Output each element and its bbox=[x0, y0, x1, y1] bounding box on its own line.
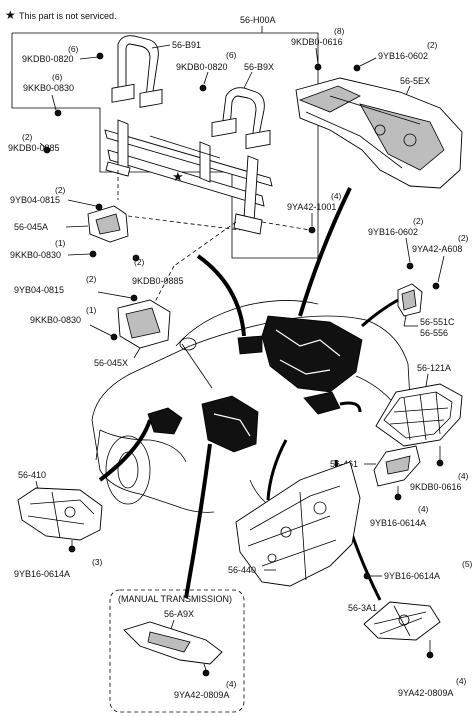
label-56-h00a[interactable]: 56-H00A bbox=[240, 15, 276, 25]
label-56-5ex[interactable]: 56-5EX bbox=[400, 76, 430, 86]
bolt-icon bbox=[426, 651, 434, 659]
qty-9ya42-0809a-l: (4) bbox=[226, 679, 237, 689]
qty-9kkb0-0830-top: (6) bbox=[52, 72, 63, 82]
label-56-440[interactable]: 56-440 bbox=[228, 565, 256, 575]
label-9yb16-0614a-l[interactable]: 9YB16-0614A bbox=[14, 569, 70, 579]
label-manual-transmission: (MANUAL TRANSMISSION) bbox=[118, 594, 232, 604]
bolt-icon bbox=[394, 493, 402, 501]
label-9yb16-0602-mid[interactable]: 9YB16-0602 bbox=[368, 227, 418, 237]
bolt-icon bbox=[110, 333, 118, 341]
label-9kdb0-0820-b[interactable]: 9KDB0-0820 bbox=[176, 62, 228, 72]
label-9ya42-a608[interactable]: 9YA42-A608 bbox=[412, 244, 462, 254]
label-56-b9x[interactable]: 56-B9X bbox=[244, 62, 274, 72]
label-9kdb0-0885-top[interactable]: 9KDB0-0885 bbox=[8, 143, 60, 153]
qty-9yb04-0815-b: (2) bbox=[86, 274, 97, 284]
label-56-b91[interactable]: 56-B91 bbox=[172, 40, 201, 50]
bolt-icon bbox=[436, 459, 444, 467]
manual-transmission-group bbox=[109, 589, 245, 713]
bracket-56-045x[interactable] bbox=[117, 299, 171, 349]
label-56-3a1[interactable]: 56-3A1 bbox=[348, 603, 377, 613]
label-56-045x[interactable]: 56-045X bbox=[94, 358, 128, 368]
label-9kkb0-0830-a[interactable]: 9KKB0-0830 bbox=[10, 250, 61, 260]
bolt-icon bbox=[132, 254, 140, 262]
bolt-icon bbox=[89, 250, 97, 258]
qty-9ya42-a608: (2) bbox=[458, 233, 469, 243]
nut-icon bbox=[353, 64, 361, 72]
roll-bar-56-b9x[interactable] bbox=[211, 87, 271, 150]
qty-9kdb0-0885-top: (2) bbox=[22, 132, 33, 142]
bolt-icon bbox=[432, 282, 440, 290]
label-9ya42-1001[interactable]: 9YA42-1001 bbox=[287, 202, 336, 212]
qty-9kdb0-0820-b: (6) bbox=[226, 50, 237, 60]
nut-icon bbox=[406, 262, 414, 270]
label-9ya42-0809a-l[interactable]: 9YA42-0809A bbox=[174, 690, 229, 700]
label-56-121a[interactable]: 56-121A bbox=[417, 363, 451, 373]
bolt-icon bbox=[308, 226, 316, 234]
bolt-icon bbox=[68, 545, 76, 553]
label-9yb16-0614a-r[interactable]: 9YB16-0614A bbox=[370, 518, 426, 528]
bracket-56-a9x[interactable] bbox=[123, 621, 223, 665]
not-serviced-star-icon: ★ bbox=[172, 169, 184, 184]
qty-9kdb0-0885-mid: (2) bbox=[134, 257, 145, 267]
label-56-551c[interactable]: 56-551C bbox=[420, 317, 455, 327]
label-56-a9x[interactable]: 56-A9X bbox=[164, 609, 194, 619]
bolt-icon bbox=[95, 203, 103, 211]
bolt-icon bbox=[314, 63, 322, 71]
label-56-556[interactable]: 56-556 bbox=[420, 328, 448, 338]
bolt-icon bbox=[130, 294, 138, 302]
qty-9yb16-0614a-r: (4) bbox=[418, 504, 429, 514]
qty-9ya42-1001: (4) bbox=[331, 191, 342, 201]
label-9yb16-0602-top[interactable]: 9YB16-0602 bbox=[378, 51, 428, 61]
qty-9ya42-0809a-r: (4) bbox=[456, 676, 467, 686]
qty-9kkb0-0830-b: (1) bbox=[86, 305, 97, 315]
note-text: This part is not serviced. bbox=[19, 11, 117, 21]
bracket-56-551c[interactable] bbox=[397, 283, 423, 317]
label-9ya42-0809a-r[interactable]: 9YA42-0809A bbox=[398, 688, 453, 698]
qty-9yb16-0614a-c: (5) bbox=[462, 559, 473, 569]
bolt-icon bbox=[202, 669, 210, 677]
bolt-icons-frame bbox=[43, 52, 207, 154]
label-9yb04-0815-b[interactable]: 9YB04-0815 bbox=[14, 285, 64, 295]
undercover-56-410[interactable] bbox=[17, 487, 103, 541]
highlighted-rear-section bbox=[147, 315, 363, 453]
qty-9yb16-0602-mid: (2) bbox=[413, 216, 424, 226]
qty-9kkb0-0830-a: (1) bbox=[55, 238, 66, 248]
label-9kdb0-0616-top[interactable]: 9KDB0-0616 bbox=[291, 37, 343, 47]
qty-9kdb0-0616-r: (4) bbox=[458, 471, 469, 481]
label-9kkb0-0830-top[interactable]: 9KKB0-0830 bbox=[23, 83, 74, 93]
qty-9yb16-0602-top: (2) bbox=[427, 40, 438, 50]
panel-56-461[interactable] bbox=[373, 445, 421, 487]
qty-9kdb0-0616-top: (8) bbox=[334, 26, 345, 36]
brace-56-3a1[interactable] bbox=[363, 601, 441, 641]
qty-9yb04-0815-a: (2) bbox=[55, 185, 66, 195]
bracket-56-5ex[interactable] bbox=[295, 77, 463, 189]
label-9kdb0-0820-a[interactable]: 9KDB0-0820 bbox=[22, 54, 74, 64]
label-56-410[interactable]: 56-410 bbox=[18, 470, 46, 480]
rear-frame-crossbar bbox=[104, 119, 273, 235]
roll-bar-56-b91[interactable] bbox=[111, 35, 163, 108]
qty-9kdb0-0820-a: (6) bbox=[68, 44, 79, 54]
label-9kdb0-0616-r[interactable]: 9KDB0-0616 bbox=[410, 482, 462, 492]
qty-9yb16-0614a-l: (3) bbox=[92, 557, 103, 567]
undercover-56-440[interactable] bbox=[235, 461, 361, 587]
star-icon: ★ bbox=[5, 8, 16, 22]
label-9yb16-0614a-c[interactable]: 9YB16-0614A bbox=[384, 571, 440, 581]
label-9kdb0-0885-mid[interactable]: 9KDB0-0885 bbox=[132, 276, 184, 286]
label-56-045a[interactable]: 56-045A bbox=[14, 222, 48, 232]
undercover-56-121a[interactable] bbox=[375, 383, 463, 447]
label-9kkb0-0830-b[interactable]: 9KKB0-0830 bbox=[30, 315, 81, 325]
bracket-56-045a[interactable] bbox=[87, 205, 129, 243]
bolt-icon bbox=[363, 572, 371, 580]
label-9yb04-0815-a[interactable]: 9YB04-0815 bbox=[10, 195, 60, 205]
